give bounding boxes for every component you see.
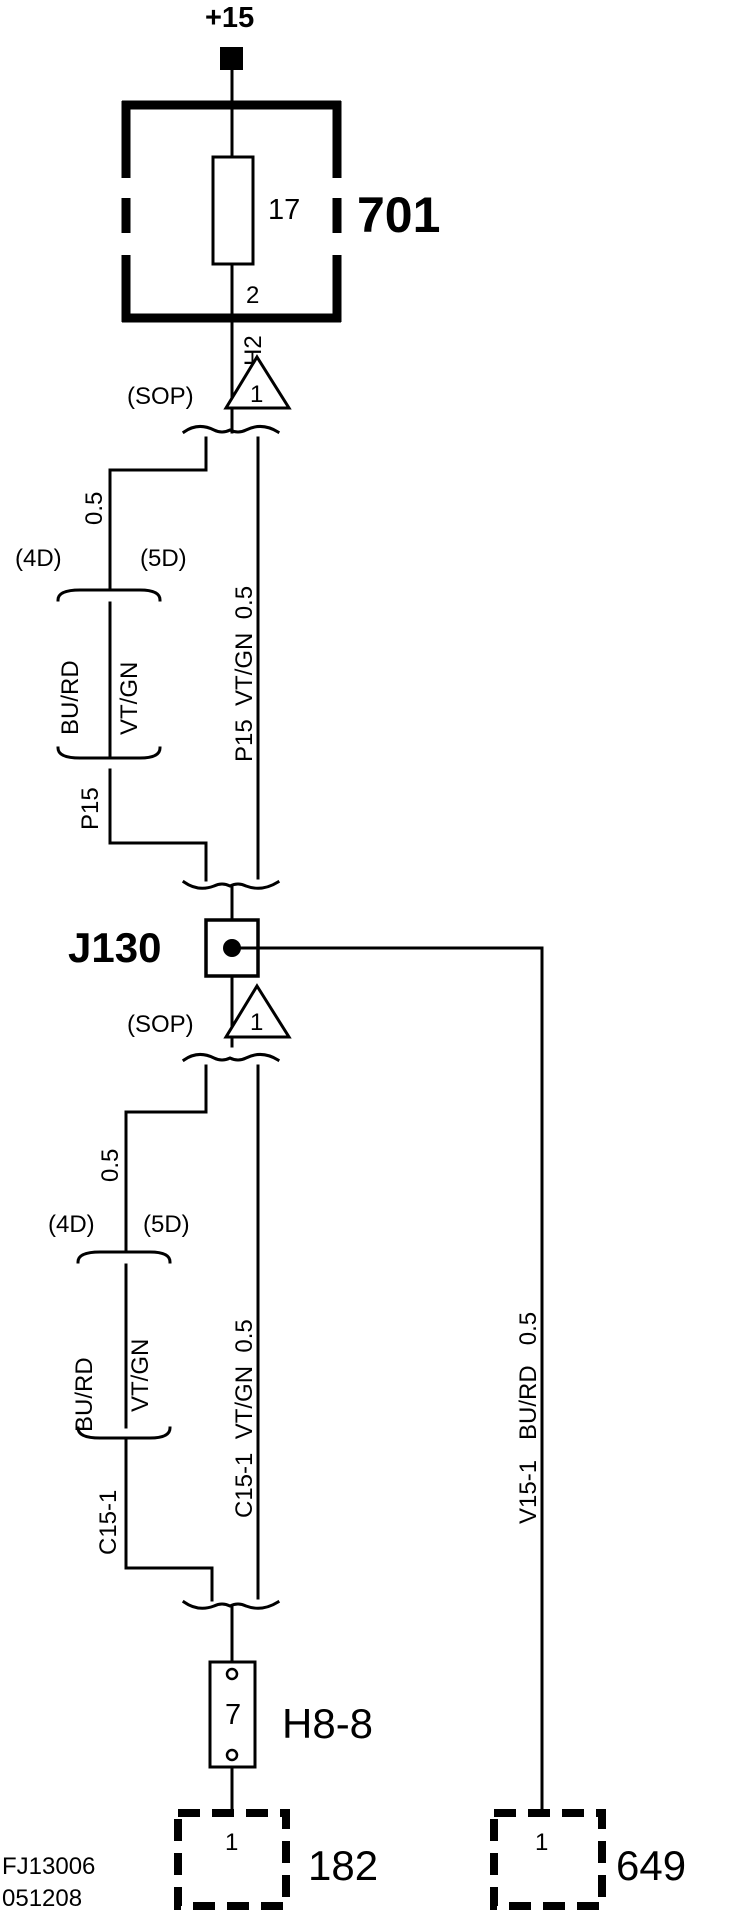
- sop-label-upper: (SOP): [127, 383, 194, 410]
- upper-left-size: 0.5: [81, 492, 108, 525]
- junction-label: J130: [68, 924, 161, 971]
- upper-color-5d: VT/GN: [116, 662, 143, 735]
- lower-variant-brace-top: [76, 1250, 172, 1264]
- lower-color-4d: BU/RD: [71, 1357, 98, 1432]
- lower-left-wire: [124, 1064, 208, 1252]
- upper-color-4d: BU/RD: [57, 660, 84, 735]
- lower-color-5d: VT/GN: [127, 1339, 154, 1412]
- lower-variant-5d: (5D): [143, 1211, 190, 1238]
- note-triangle-upper: 1: [223, 354, 292, 410]
- connector-h8-label: H8-8: [282, 1700, 373, 1747]
- lower-variant-4d: (4D): [48, 1211, 95, 1238]
- fuse-number: 17: [268, 194, 300, 226]
- component-649-label: 649: [616, 1842, 686, 1889]
- upper-bottom-brace: [181, 879, 281, 890]
- component-649-pin: 1: [535, 1829, 548, 1856]
- right-branch-label: V15-1 BU/RD 0.5: [515, 1312, 542, 1524]
- component-182-label: 182: [308, 1842, 378, 1889]
- fuse-box-id: 701: [357, 187, 440, 243]
- h8-pin-top: [225, 1667, 239, 1681]
- upper-left-wire: [108, 436, 208, 592]
- upper-left-circuit: P15: [77, 787, 104, 830]
- component-182-pin: 1: [225, 1829, 238, 1856]
- footer-code: FJ13006: [2, 1853, 95, 1880]
- component-182: [174, 1809, 290, 1910]
- upper-brace: [181, 425, 281, 435]
- svg-text:1: 1: [250, 1009, 263, 1036]
- lower-left-size: 0.5: [97, 1149, 124, 1182]
- lower-variant-brace-bottom: [76, 1426, 172, 1440]
- fuse-element: [211, 155, 255, 266]
- connector-h8-pin: 7: [225, 1699, 241, 1731]
- lower-bottom-brace: [181, 1599, 281, 1610]
- sop-label-lower: (SOP): [127, 1011, 194, 1038]
- component-649: [490, 1809, 606, 1910]
- lower-main-wire-label: C15-1 VT/GN 0.5: [231, 1319, 258, 1518]
- h8-pin-bottom: [225, 1748, 239, 1762]
- upper-variant-5d: (5D): [140, 545, 187, 572]
- lower-left-circuit: C15-1: [95, 1490, 122, 1555]
- supply-terminal: [220, 47, 243, 70]
- upper-variant-brace-bottom: [56, 746, 162, 760]
- upper-left-wire-lower: [108, 768, 208, 882]
- lower-brace: [181, 1053, 281, 1063]
- upper-variant-4d: (4D): [15, 545, 62, 572]
- footer-date: 051208: [2, 1885, 82, 1912]
- svg-text:1: 1: [250, 381, 263, 408]
- lower-left-wire-lower: [124, 1438, 214, 1602]
- supply-label: +15: [205, 2, 254, 34]
- upper-main-wire-label: P15 VT/GN 0.5: [231, 586, 258, 762]
- fuse-pin: 2: [246, 282, 259, 309]
- note-triangle-lower: 1: [223, 983, 292, 1039]
